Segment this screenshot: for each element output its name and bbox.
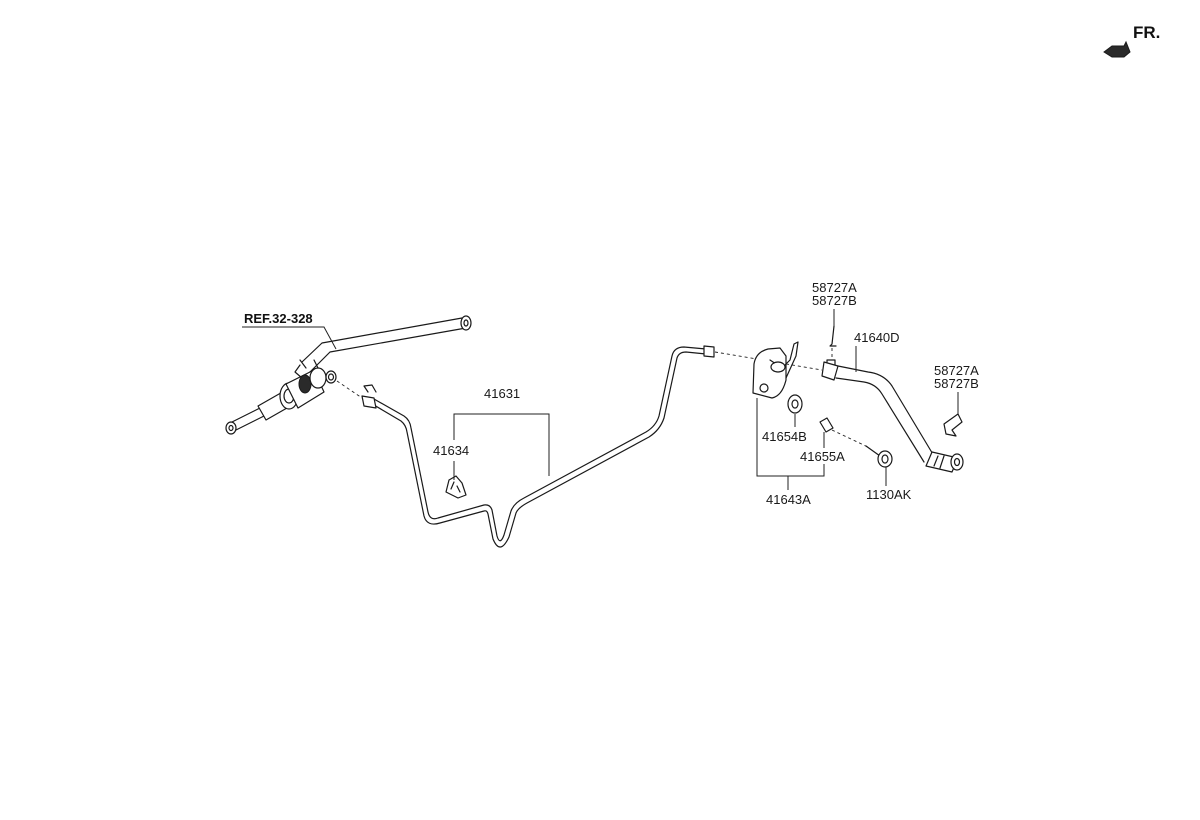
pin	[819, 417, 871, 449]
svg-text:1130AK: 1130AK	[866, 487, 912, 502]
svg-text:58727B: 58727B	[934, 376, 979, 391]
svg-text:58727A: 58727A	[812, 280, 857, 295]
reference-label: REF.32-328	[242, 311, 337, 350]
front-label: FR.	[1133, 23, 1160, 42]
svg-text:41634: 41634	[433, 443, 469, 458]
svg-text:41631: 41631	[484, 386, 520, 401]
svg-text:41640D: 41640D	[854, 330, 900, 345]
clutch-tube-assembly	[336, 345, 823, 548]
svg-text:58727A: 58727A	[934, 363, 979, 378]
callout-41640D: 41640D	[854, 330, 900, 372]
hose-clip-right	[943, 413, 963, 437]
svg-text:41643A: 41643A	[766, 492, 811, 507]
callout-41634: 41634	[433, 443, 469, 480]
callout-41654B: 41654B	[762, 414, 807, 444]
hose-clip-upper	[826, 325, 837, 369]
callout-41655A: 41655A	[800, 432, 845, 464]
svg-text:58727B: 58727B	[812, 293, 857, 308]
callout-1130AK: 1130AK	[866, 467, 912, 502]
clutch-master-cylinder	[225, 359, 337, 435]
callout-41643A: 41643A	[756, 398, 825, 507]
front-direction-indicator: FR.	[1103, 23, 1160, 58]
tube-clip	[445, 475, 467, 499]
svg-text:41654B: 41654B	[762, 429, 807, 444]
svg-text:41655A: 41655A	[800, 449, 845, 464]
bolt	[865, 445, 893, 468]
callout-41631: 41631	[453, 386, 550, 476]
grommet	[787, 394, 803, 414]
bracket	[752, 341, 799, 399]
callout-58727-upper: 58727A 58727B	[812, 280, 857, 326]
callout-58727-right: 58727A 58727B	[934, 363, 979, 414]
svg-text:REF.32-328: REF.32-328	[244, 311, 313, 326]
clutch-hose	[821, 361, 964, 473]
front-arrow-icon	[1103, 40, 1131, 58]
